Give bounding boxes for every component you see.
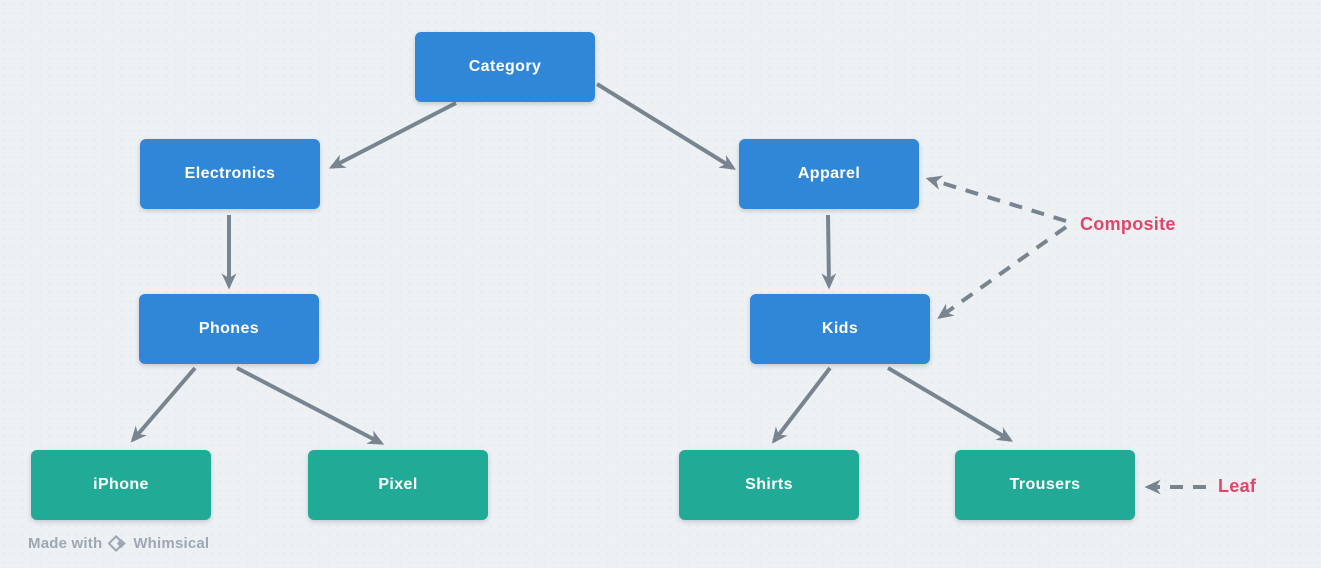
edge-composite-annotation-apparel[interactable] [925,175,1067,223]
node-electronics-label: Electronics [184,165,276,182]
node-trousers-label: Trousers [1009,476,1081,493]
edge-phones-iphone[interactable] [130,366,197,443]
node-shirts-label: Shirts [745,476,793,493]
node-pixel[interactable]: Pixel [308,450,488,520]
watermark-prefix: Made with [28,535,103,552]
node-phones-label: Phones [198,320,260,337]
node-phones[interactable]: Phones [139,294,319,364]
edge-composite-annotation-kids[interactable] [937,225,1068,320]
edge-kids-trousers[interactable] [886,366,1014,442]
node-shirts[interactable]: Shirts [679,450,859,520]
node-iphone[interactable]: iPhone [31,450,211,520]
made-with-whimsical-link[interactable]: Made with Whimsical [28,534,209,553]
node-apparel[interactable]: Apparel [739,139,919,209]
node-pixel-label: Pixel [378,476,418,493]
node-kids[interactable]: Kids [750,294,930,364]
node-apparel-label: Apparel [797,165,861,182]
annotation-composite: Composite [1080,214,1176,234]
edge-kids-shirts[interactable] [771,366,832,444]
edge-category-apparel[interactable] [595,82,736,170]
whimsical-diamond-icon [108,534,127,553]
node-iphone-label: iPhone [93,476,149,493]
node-trousers[interactable]: Trousers [955,450,1135,520]
node-category[interactable]: Category [415,32,595,102]
edge-phones-pixel[interactable] [236,366,385,445]
node-kids-label: Kids [821,320,859,337]
edge-apparel-kids[interactable] [821,214,837,290]
node-category-label: Category [468,58,542,75]
watermark-brand: Whimsical [133,535,210,552]
node-electronics[interactable]: Electronics [140,139,320,209]
edge-category-electronics[interactable] [328,101,457,169]
annotation-leaf: Leaf [1218,476,1257,496]
